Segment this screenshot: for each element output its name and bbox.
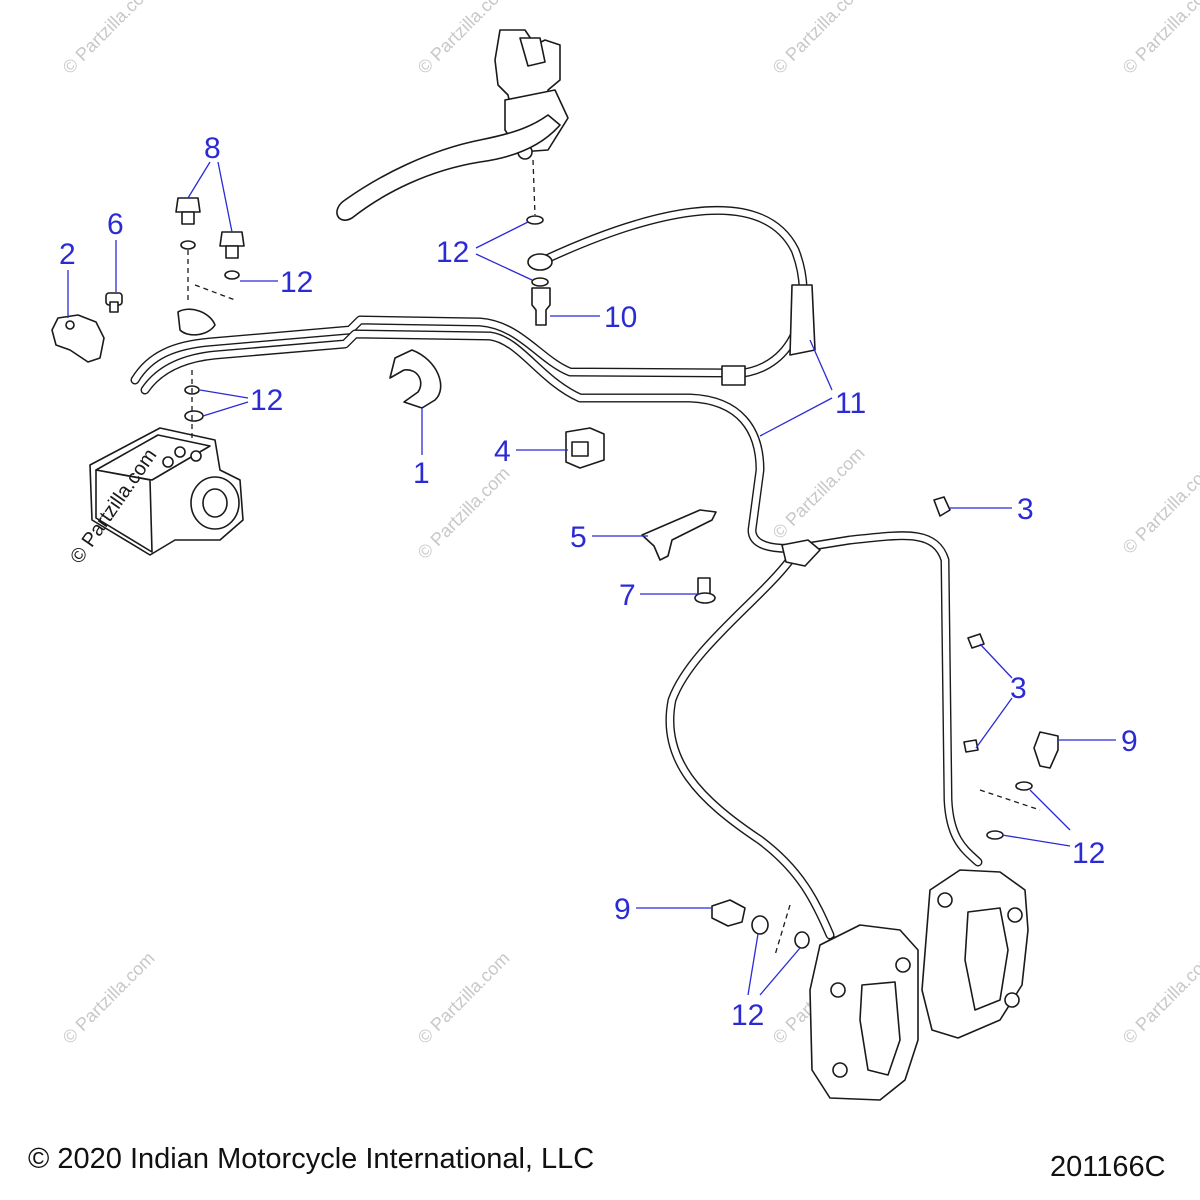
callout-label: 10 [604,301,637,334]
banjo-bolt-part-10 [526,215,551,326]
callout-3-bottom: 3 [975,643,1027,749]
flex-hose-part-11 [527,206,816,386]
callout-label: 4 [494,435,511,468]
callout-6: 6 [107,208,124,292]
brake-caliper-left [809,924,919,1101]
callout-12-right: 12 [1001,789,1105,870]
callout-4: 4 [494,435,568,468]
callout-label: 11 [835,387,866,420]
callout-label: 12 [1072,837,1105,870]
callout-1: 1 [413,408,430,490]
callout-label: 12 [250,384,283,417]
callout-label: 12 [436,236,469,269]
callout-11: 11 [759,339,866,437]
bracket-hole [65,320,75,330]
clamp-part-1 [389,349,442,409]
callout-label: 6 [107,208,124,241]
callout-9-left: 9 [614,893,712,926]
watermark: © Partzilla.com [769,0,869,78]
callout-9-right: 9 [1058,725,1138,758]
callout-10: 10 [550,301,637,334]
abs-module: © Partzilla.com [66,427,244,568]
watermark: © Partzilla.com [59,0,159,78]
callout-2: 2 [59,238,76,318]
callout-label: 12 [280,266,313,299]
callout-label: 1 [413,457,430,490]
bracket-part-2 [51,314,105,363]
callout-3-top: 3 [950,493,1034,526]
bleed-fitting-part-9-right [979,731,1059,840]
watermark: © Partzilla.com [414,948,514,1048]
bolt-part-6 [105,292,123,313]
bleed-fitting-part-9-left [711,899,810,956]
callout-label: 3 [1010,672,1027,705]
callout-label: 9 [614,893,631,926]
banjo-bolts-part-8 [175,197,245,440]
callout-8: 8 [187,132,233,233]
callout-label: 9 [1121,725,1138,758]
diagram-id: 201166C [1050,1151,1166,1183]
guide-part-5 [641,509,717,561]
watermark: © Partzilla.com [59,948,159,1048]
callout-label: 5 [570,521,587,554]
front-brake-hoses [665,531,983,956]
brake-caliper-right [921,869,1029,1039]
callout-label: 2 [59,238,76,271]
watermark: © Partzilla.com [1119,458,1200,558]
callout-label: 7 [619,579,636,612]
callout-7: 7 [619,579,700,612]
callout-label: 8 [204,132,221,165]
brake-lever-assembly [336,29,569,221]
callout-12-top-left: 12 [240,266,313,299]
clip-part-4 [565,427,605,469]
copyright-text: © 2020 Indian Motorcycle International, … [28,1143,594,1175]
callout-12-bottom: 12 [731,933,801,1032]
callout-label: 3 [1017,493,1034,526]
callout-12-lever: 12 [436,221,533,281]
screw-part-7 [694,577,716,604]
hard-brake-lines [130,308,805,553]
callout-12-abs: 12 [199,384,283,417]
watermark: © Partzilla.com [1119,948,1200,1048]
watermark: © Partzilla.com [1119,0,1200,78]
callout-label: 12 [731,999,764,1032]
callout-5: 5 [570,521,648,554]
watermark: © Partzilla.com [769,443,869,543]
